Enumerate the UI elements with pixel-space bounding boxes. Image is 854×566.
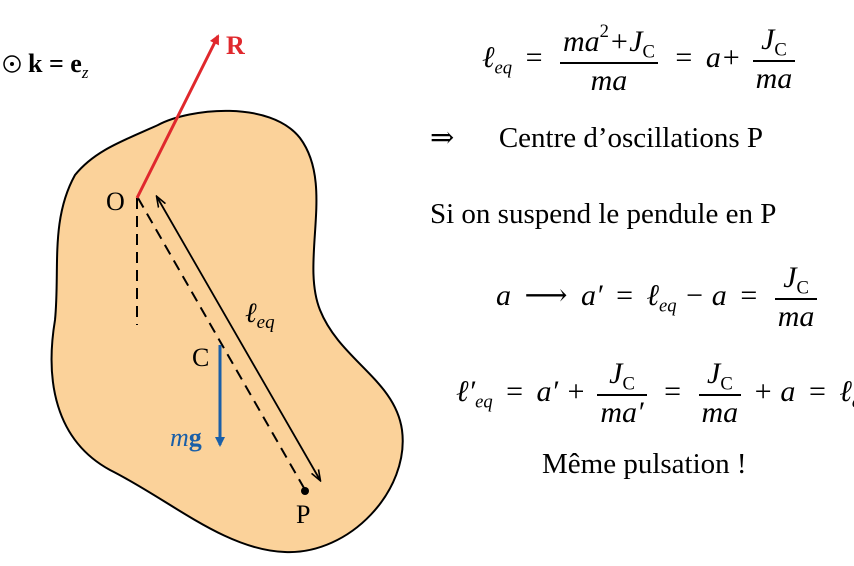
conclusion-text: Même pulsation ! — [542, 448, 747, 480]
implies-symbol: ⇒ — [430, 122, 455, 154]
axis-dot — [10, 62, 14, 66]
suspend-text: Si on suspend le pendule en P — [430, 198, 777, 230]
fraction-3: JC ma — [774, 262, 818, 335]
equation-leq: ℓeq = ma2+JC ma = a+ JC ma — [482, 22, 799, 98]
reaction-force-arrow — [135, 34, 220, 199]
centre-oscillations-text: Centre d’oscillations P — [498, 122, 763, 154]
fraction-4: JC ma′ — [597, 358, 647, 431]
equivalent-length-label: ℓeq — [245, 298, 275, 333]
equations-panel: ℓeq = ma2+JC ma = a+ JC ma ⇒ Centre d’os… — [400, 0, 854, 566]
fraction-5: JC ma — [698, 358, 742, 431]
point-c-label: C — [192, 343, 209, 372]
equation-aprime: a ⟶ a′ = ℓeq − a = JC ma — [496, 262, 821, 335]
reaction-force-label: R — [226, 31, 245, 60]
point-o-label: O — [106, 187, 125, 216]
fraction-1: ma2+JC ma — [559, 22, 658, 98]
point-p-marker — [301, 487, 309, 495]
fraction-2: JC ma — [752, 24, 796, 97]
implies-line: ⇒ Centre d’oscillations P — [430, 120, 763, 155]
point-p-label: P — [296, 500, 310, 529]
equation-lprime: ℓ′eq = a′ + JC ma′ = JC ma + a = ℓeq — [456, 357, 854, 431]
equivalent-length-arrow — [157, 197, 320, 480]
weight-label: mg — [170, 423, 202, 452]
axis-out-of-plane-icon — [3, 55, 21, 73]
rigid-body-shape — [50, 109, 404, 554]
pendulum-diagram: k = ez ℓeq R O C P mg — [3, 31, 404, 554]
axis-label: k = ez — [28, 49, 89, 82]
